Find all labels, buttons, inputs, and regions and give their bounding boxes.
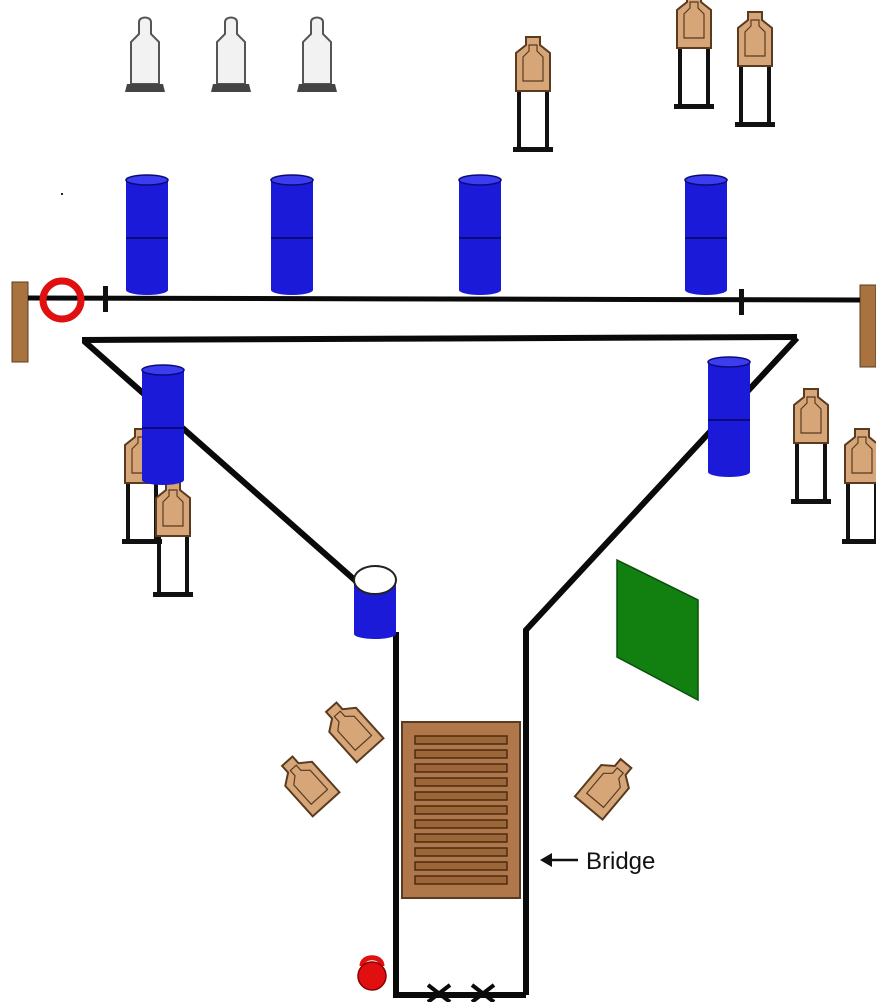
bridge <box>401 721 521 899</box>
paper-target-top-1 <box>512 36 554 153</box>
barrel-5 <box>141 364 185 486</box>
barrel-6 <box>707 356 751 478</box>
wall-chute-right <box>523 335 800 995</box>
barrel-4 <box>684 174 728 296</box>
no-shoot-target-1 <box>124 16 166 93</box>
stray-dot <box>61 193 63 195</box>
barrel-2 <box>270 174 314 296</box>
no-shoot-target-3 <box>296 16 338 93</box>
barrel-7-white-top <box>353 565 397 639</box>
paper-target-top-2 <box>673 0 715 110</box>
post-right <box>859 284 876 368</box>
post-left <box>11 281 29 363</box>
paper-target-top-3 <box>734 11 776 128</box>
fault-line-x-icon <box>426 983 496 1002</box>
wall-funnel-top <box>81 334 798 343</box>
wall-funnel-left <box>82 338 368 593</box>
barrel-1 <box>125 174 169 296</box>
paper-target-right-1 <box>790 388 832 505</box>
tick-right <box>739 289 744 315</box>
barrel-3 <box>458 174 502 296</box>
no-shoot-target-2 <box>210 16 252 93</box>
tick-left <box>103 286 108 312</box>
bridge-label: Bridge <box>586 848 655 875</box>
wall-top <box>27 295 861 303</box>
green-panel <box>616 558 699 702</box>
start-ring-marker <box>39 277 85 323</box>
flat-target-2 <box>272 748 341 818</box>
flat-target-1 <box>316 694 385 764</box>
paper-target-right-2 <box>841 428 876 545</box>
bridge-annotation: Bridge <box>540 848 655 875</box>
flat-target-3 <box>573 750 641 821</box>
kettlebell-icon <box>357 955 387 991</box>
paper-target-left-2 <box>152 481 194 598</box>
